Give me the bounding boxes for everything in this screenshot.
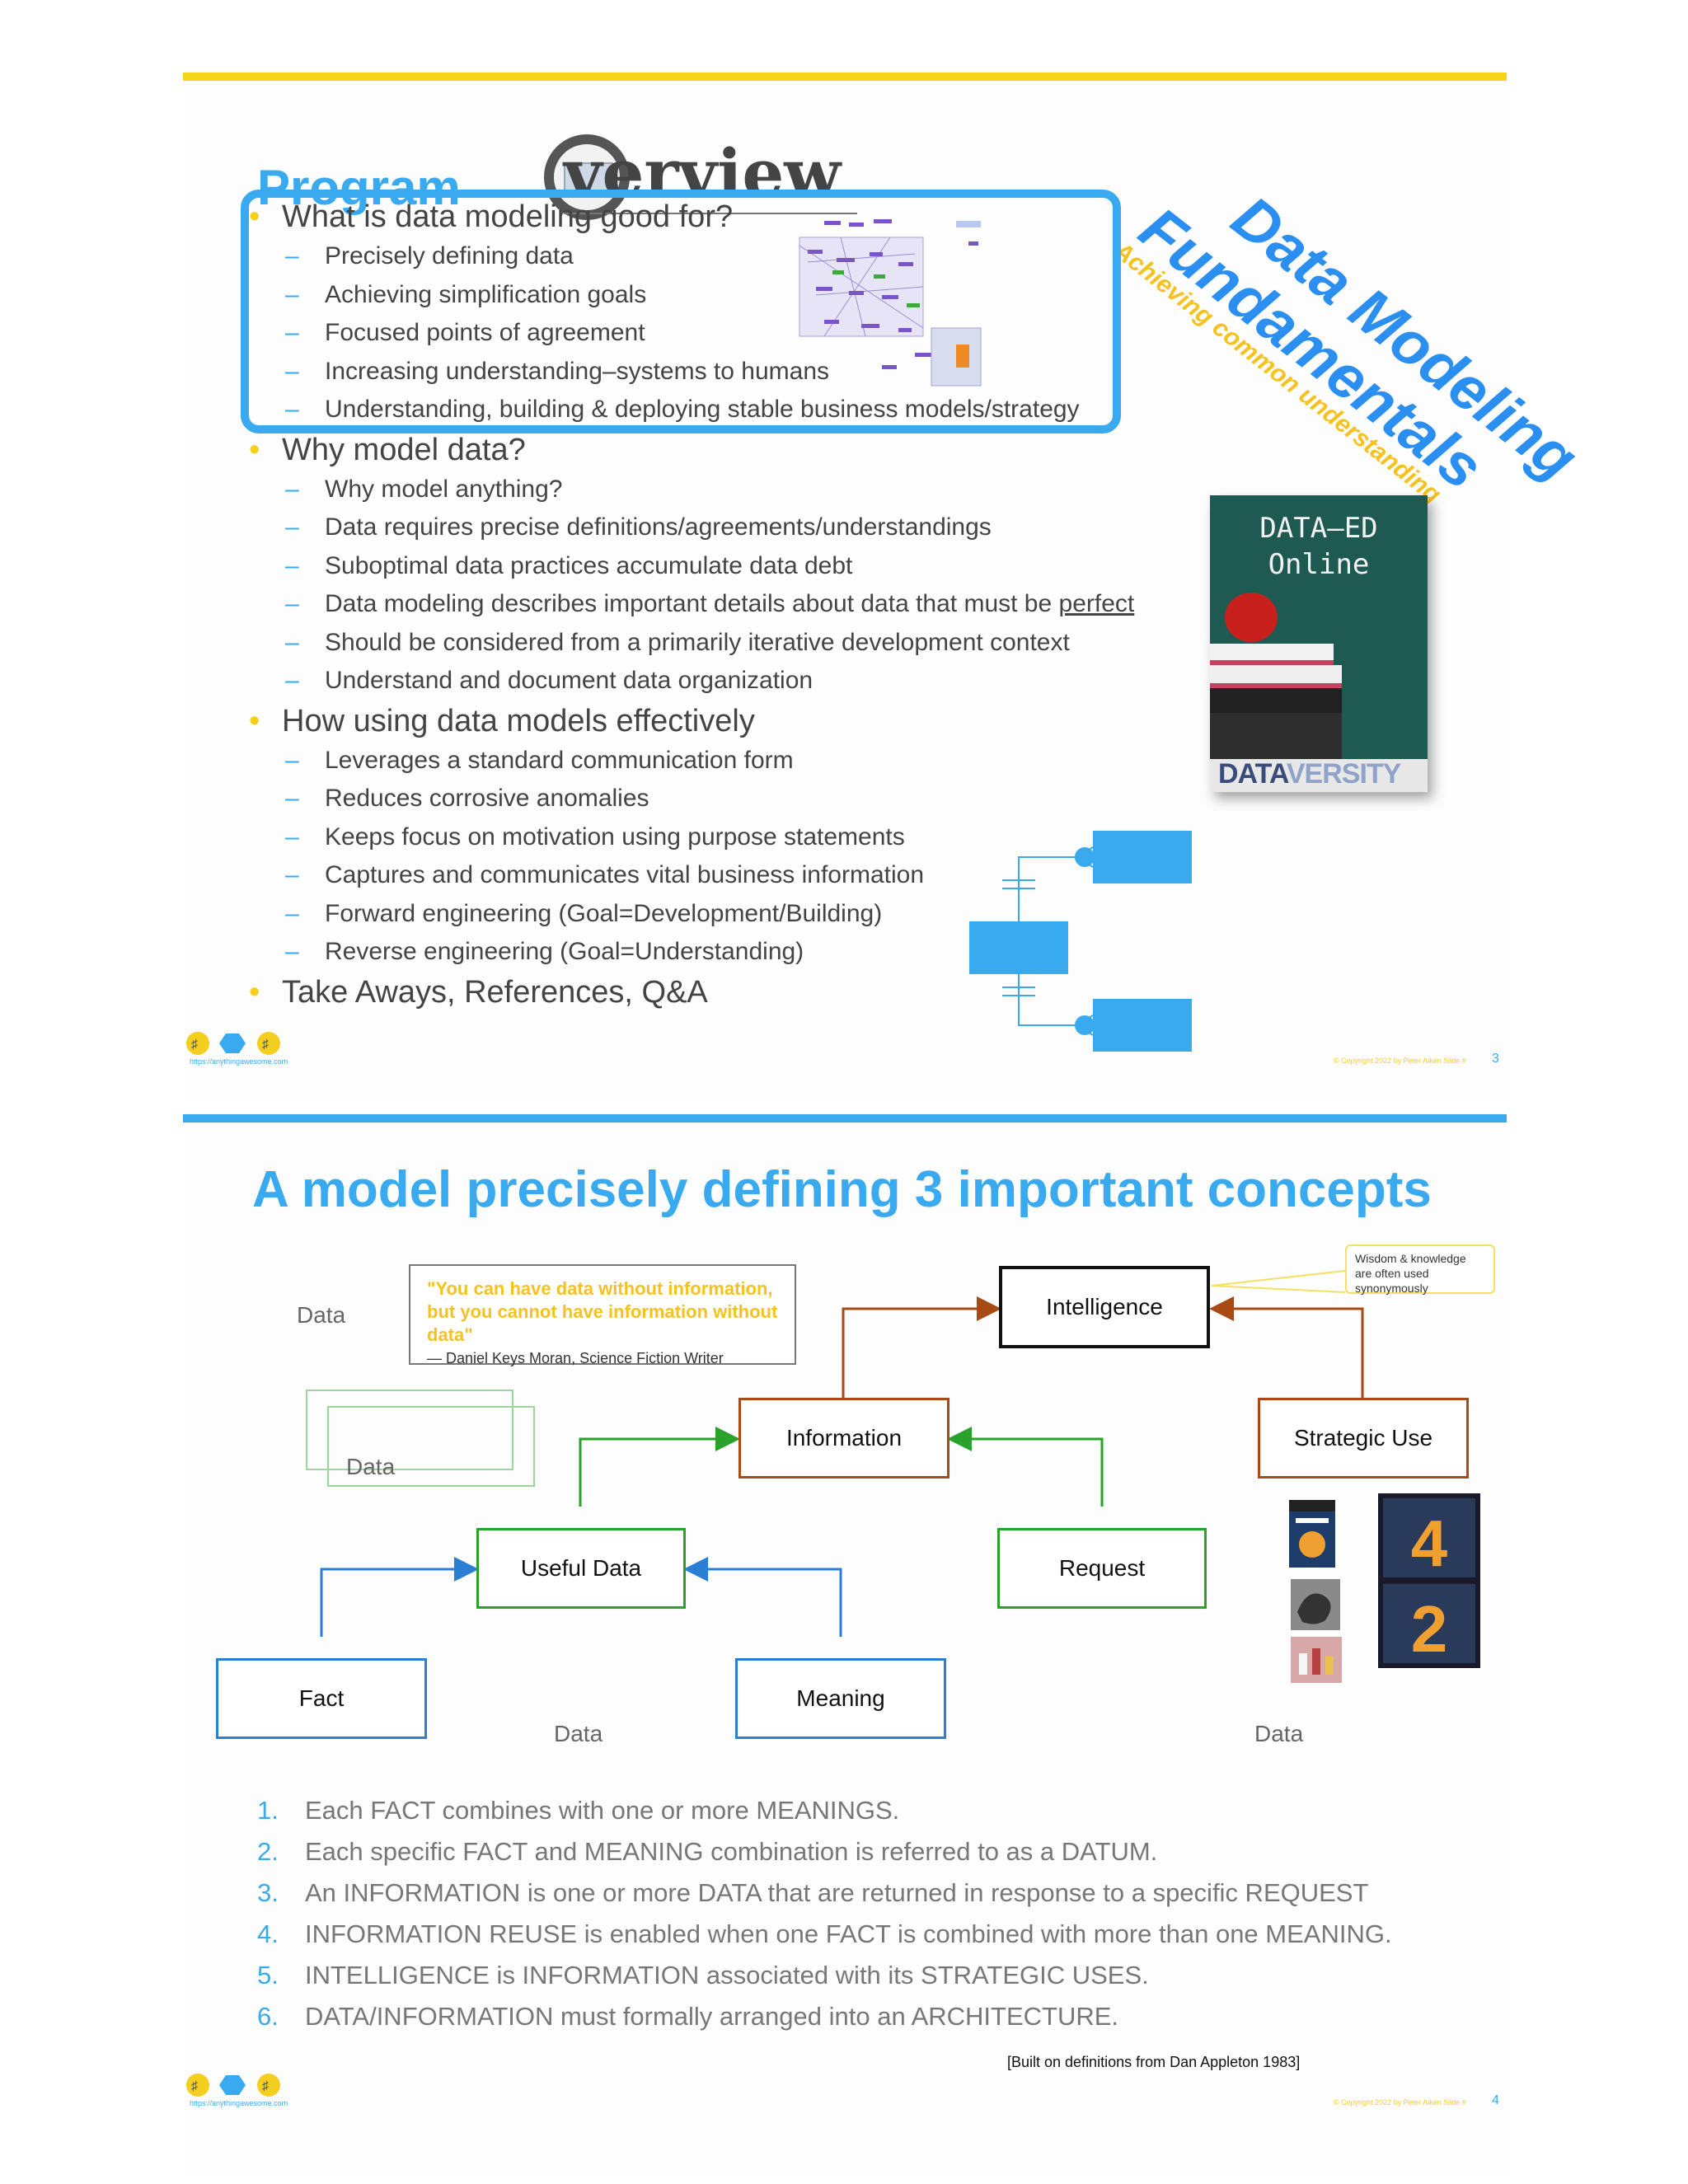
logo-url: https://anythingawesome.com: [190, 1057, 288, 1066]
data-ed-online-image: DATA–ED Online DATAVERSITY: [1210, 495, 1428, 792]
node-intelligence: Intelligence: [999, 1266, 1210, 1348]
bullet-level2: –Increasing understanding–systems to hum…: [285, 357, 830, 385]
slide-title: A model precisely defining 3 important c…: [252, 1161, 1432, 1218]
dataversity-logo: DATAVERSITY: [1218, 758, 1401, 790]
list-item: 4.INFORMATION REUSE is enabled when one …: [257, 1919, 1392, 1948]
svg-text:4: 4: [1411, 1507, 1448, 1580]
svg-text:♯: ♯: [262, 1038, 269, 1052]
sculpture-image: [1291, 1579, 1340, 1630]
erd-entity: [1093, 999, 1192, 1052]
bullet-level2: –Precisely defining data: [285, 242, 574, 269]
title-underline: [564, 213, 857, 214]
page-number: 3: [1492, 1052, 1499, 1066]
bullet-level1: •How using data models effectively: [249, 703, 755, 738]
erd-entity: [1093, 831, 1192, 883]
data-ed-footer: [1210, 759, 1428, 792]
list-item: 3.An INFORMATION is one or more DATA tha…: [257, 1878, 1369, 1907]
data-label: Data: [297, 1302, 346, 1328]
bullet-level2: –Achieving simplification goals: [285, 280, 647, 308]
node-request: Request: [997, 1528, 1207, 1609]
source-attribution: [Built on definitions from Dan Appleton …: [1007, 2054, 1301, 2070]
entity-relationship-diagram: [969, 831, 1192, 1052]
slide-three-concepts: A model precisely defining 3 important c…: [183, 1114, 1507, 2177]
data-label: Data: [1254, 1721, 1304, 1746]
data-model-diagram-image: [799, 219, 982, 387]
node-strategic-use: Strategic Use: [1258, 1398, 1469, 1479]
bullet-level2: –Data modeling describes important detai…: [285, 590, 1135, 617]
data-label: Data: [346, 1454, 396, 1479]
copyright-notice: © Copyright 2022 by Peter Aiken Slide #: [1334, 1057, 1466, 1065]
bullet-level2: –Suboptimal data practices accumulate da…: [285, 551, 853, 579]
node-meaning: Meaning: [735, 1658, 946, 1739]
title-overview: verview: [564, 134, 842, 212]
erd-entity: [969, 921, 1068, 974]
slide-program-overview: Program verview Data Modeling Fundamenta…: [183, 73, 1591, 1103]
number-42-image: 4 2: [1378, 1493, 1480, 1668]
bullet-level2: –Data requires precise definitions/agree…: [285, 513, 992, 541]
bullet-level2: –Reduces corrosive anomalies: [285, 785, 649, 812]
bullet-level2: –Forward engineering (Goal=Development/B…: [285, 899, 883, 927]
node-useful-data: Useful Data: [476, 1528, 686, 1609]
list-item: 6.DATA/INFORMATION must formally arrange…: [257, 2002, 1119, 2031]
logo-url: https://anythingawesome.com: [190, 2099, 288, 2107]
anythingawesome-logo: ♯ ♯: [183, 2070, 282, 2107]
node-fact: Fact: [216, 1658, 427, 1739]
slide-top-bar: [183, 1114, 1507, 1122]
overview-bullet-list: •What is data modeling good for? –Precis…: [249, 196, 1197, 1013]
slide-top-bar: [183, 73, 1507, 81]
bullet-level2: –Leverages a standard communication form: [285, 746, 794, 774]
quote-attribution: — Daniel Keys Moran, Science Fiction Wri…: [427, 1350, 724, 1366]
apple-icon: [1225, 593, 1278, 642]
svg-text:♯: ♯: [262, 2079, 269, 2093]
data-label: Data: [554, 1721, 603, 1746]
bullet-level1: •What is data modeling good for?: [249, 199, 734, 234]
definitions-numbered-list: 1.Each FACT combines with one or more ME…: [257, 1790, 1411, 2037]
bullet-level2: –Understand and document data organizati…: [285, 667, 814, 694]
list-item: 5.INTELLIGENCE is INFORMATION associated…: [257, 1961, 1149, 1990]
bullet-level2: –Reverse engineering (Goal=Understanding…: [285, 938, 804, 965]
objects-image: [1291, 1637, 1342, 1683]
bullet-level2: –Focused points of agreement: [285, 319, 645, 346]
quote-box: "You can have data without information, …: [409, 1264, 796, 1366]
svg-text:♯: ♯: [191, 1038, 198, 1052]
svg-text:2: 2: [1411, 1592, 1448, 1666]
diagram-connectors: [306, 1270, 1364, 1637]
highlight-box: [241, 190, 1121, 434]
bullet-level1: •Why model data?: [249, 432, 526, 467]
book-cover-image: [1289, 1500, 1335, 1568]
list-item: 1.Each FACT combines with one or more ME…: [257, 1796, 900, 1825]
bullet-level2: –Understanding, building & deploying sta…: [285, 396, 1080, 423]
list-item: 2.Each specific FACT and MEANING combina…: [257, 1837, 1158, 1866]
data-modeling-fundamentals-stamp: Data Modeling Fundamentals Achieving com…: [1109, 171, 1591, 509]
quote-text: "You can have data without information, …: [427, 1278, 778, 1345]
bullet-level2: –Keeps focus on motivation using purpose…: [285, 823, 905, 851]
node-information: Information: [738, 1398, 950, 1479]
callout-note: Wisdom & knowledge are often used synony…: [1345, 1244, 1495, 1295]
books-icon: [1210, 644, 1342, 762]
bullet-level2: –Should be considered from a primarily i…: [285, 628, 1070, 656]
copyright-notice: © Copyright 2022 by Peter Aiken Slide #: [1334, 2098, 1466, 2107]
bullet-level1: •Take Aways, References, Q&A: [249, 974, 708, 1010]
anythingawesome-logo: ♯ ♯: [183, 1029, 282, 1065]
data-ed-title: DATA–ED Online: [1259, 512, 1378, 581]
page-number: 4: [1492, 2093, 1499, 2107]
concept-diagram: "You can have data without information, …: [183, 1238, 1507, 1746]
svg-text:♯: ♯: [191, 2079, 198, 2093]
bullet-level2: –Captures and communicates vital busines…: [285, 861, 925, 888]
underlined-word: perfect: [1058, 590, 1135, 617]
title-program: Program: [257, 160, 461, 215]
bullet-level2: –Why model anything?: [285, 475, 563, 503]
